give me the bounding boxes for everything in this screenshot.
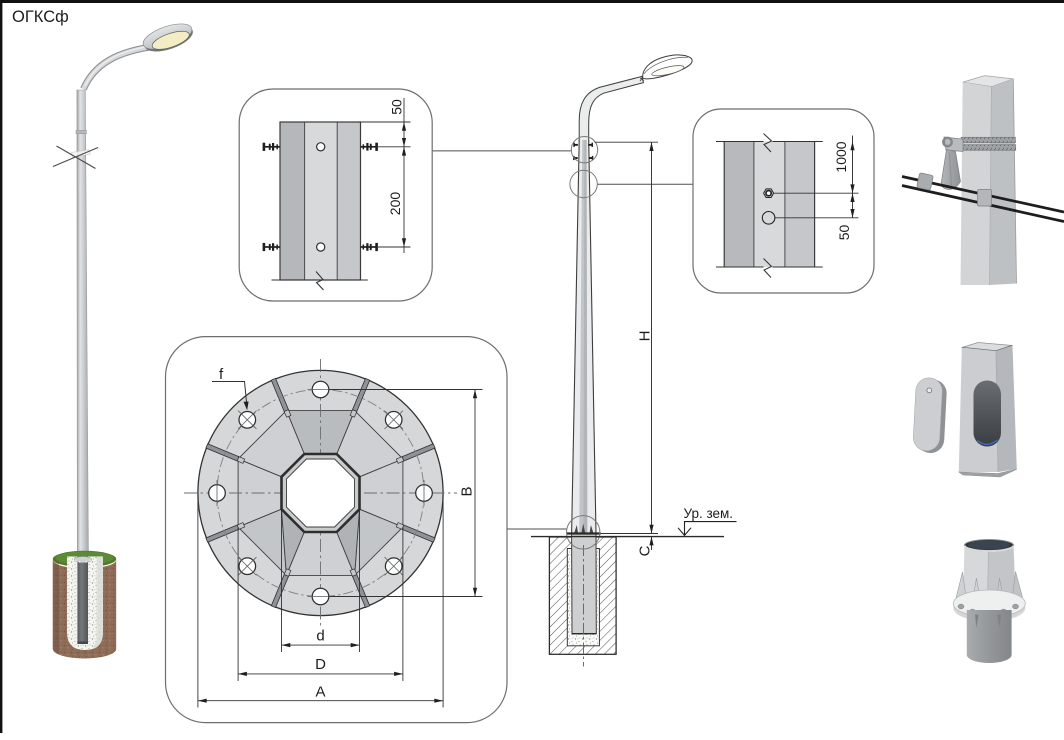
clamp-pole-face-left [960, 82, 992, 285]
clamp-pole-section [279, 121, 362, 281]
break-symbol-top [763, 133, 773, 153]
lamp-head-3d [142, 23, 193, 52]
ground-symbol-arrow [677, 527, 692, 537]
pole-cable-block [977, 189, 992, 207]
flange-hole-label: f [219, 366, 224, 383]
door-opening-blue-rim [977, 439, 998, 445]
clamp-hole-lower [316, 242, 326, 252]
base-shaft-right [987, 544, 1016, 601]
pole-3d-joint [75, 130, 87, 134]
foundation-3d [52, 550, 117, 659]
dim-D-label: D [315, 656, 326, 673]
sheet-border-left [0, 0, 3, 733]
pole-3d-render [52, 23, 193, 659]
dim-A-label: A [315, 683, 325, 700]
clamp-pole-face-right [989, 78, 1017, 286]
detail-circle-clamp [570, 136, 599, 164]
dim-C-label: C [637, 545, 654, 556]
detail-circle-base [566, 515, 601, 550]
pole-elevation: H C Ур. зем. [531, 54, 737, 667]
pole-3d-arm-outline [80, 43, 151, 91]
clamp-detail-callout: 50 200 [238, 88, 433, 302]
entry-dim-gap-label: 50 [836, 225, 852, 241]
elevation-lamp [639, 54, 693, 82]
band-clamp-lower [960, 144, 1017, 151]
pole-3d-shaft [76, 89, 89, 554]
entry-dim-top-label: 1000 [833, 141, 849, 172]
door-opening [973, 380, 1001, 447]
entry-detail-callout: 1000 50 [692, 108, 875, 294]
render-access-door [913, 342, 1017, 478]
cable-splice-clamp [916, 172, 934, 191]
dim-C: C [637, 536, 654, 556]
dim-B-lines [328, 389, 483, 597]
clamp-hole-upper [316, 142, 326, 152]
dim-H-label: H [637, 331, 654, 342]
ground-label-text: Ур. зем. [684, 506, 734, 521]
dim-d-label: d [316, 627, 324, 644]
dim-dDA-arrows [197, 643, 444, 703]
clamp-dim-spacing-label: 200 [387, 192, 403, 216]
pole-inner-octagon [286, 458, 355, 528]
ground-level-label: Ур. зем. [677, 506, 737, 537]
entry-nut [763, 188, 775, 198]
lamp-lens [151, 30, 190, 50]
door-pole-face-right [996, 345, 1017, 472]
elevation-base-flange [566, 523, 601, 535]
sheet-border-top [0, 0, 1064, 3]
door-cover-plate [913, 377, 947, 454]
render-cable-clamp [901, 75, 1064, 286]
pole-3d-arm-highlight [84, 45, 151, 87]
dim-extension-lines [197, 494, 444, 708]
entry-dim-arrows [850, 141, 855, 218]
pole-3d-base-flange [73, 556, 92, 563]
hole-centermarks [216, 389, 425, 597]
flange-ribs [205, 377, 436, 609]
render-base-flange [952, 539, 1026, 663]
foundation-sleeve [966, 610, 1012, 663]
band-clamp-upper [960, 136, 1016, 144]
clamp-dim-arrows [401, 122, 407, 247]
base-shaft-left [963, 545, 989, 601]
elevation-arm [578, 75, 644, 142]
break-symbol-bottom [763, 258, 773, 278]
hook-ring [942, 136, 953, 148]
entry-hole [761, 210, 776, 225]
page-title: ОГКСф [12, 8, 69, 26]
detail-circle-entry [569, 169, 598, 199]
pole-3d-break-mark [52, 145, 99, 169]
pole-3d-embedded [77, 556, 88, 644]
f-leader [212, 381, 248, 404]
clamp-dim-offset-label: 50 [388, 99, 404, 115]
flange-detail-callout: f B d D [164, 336, 508, 724]
dim-B-label: B [459, 486, 476, 496]
cover-plate-hole [926, 387, 933, 394]
f-leader-arrow [243, 401, 249, 411]
break-symbol [315, 271, 324, 291]
dim-H: H [594, 141, 658, 534]
